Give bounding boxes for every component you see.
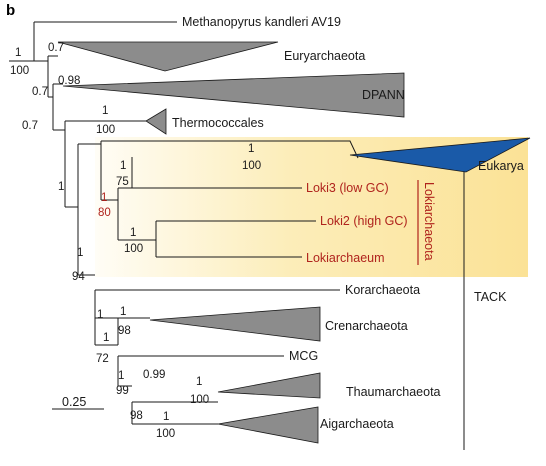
- support-aig-bottom: 100: [156, 428, 175, 440]
- taxon-methanopyrus: Methanopyrus kandleri AV19: [182, 15, 341, 29]
- support-loki2-top: 1: [130, 227, 136, 239]
- taxon-crenarchaeota: Crenarchaeota: [325, 319, 408, 333]
- branch-mcg-node: [95, 344, 119, 386]
- branch-node-a: [34, 56, 49, 97]
- branch-node-c: [53, 121, 66, 207]
- collapsed-clades: [57, 41, 531, 444]
- support-aig-left: 98: [130, 410, 143, 422]
- support-thaum-group-top: 1: [118, 370, 124, 382]
- support-root-bottom: 100: [10, 65, 29, 77]
- support-eukarya-top: 1: [248, 143, 254, 155]
- clade-aigarchaeota: [217, 406, 319, 444]
- support-loki-top: 1: [101, 192, 107, 204]
- branch-loki-node: [101, 188, 119, 240]
- support-thermo-top: 1: [102, 105, 108, 117]
- support-loki3-top: 1: [120, 160, 126, 172]
- group-label-lokiarchaeota: Lokiarchaeota: [422, 182, 436, 261]
- support-loki-bottom: 80: [98, 207, 111, 219]
- support-thaum-node: 0.99: [143, 369, 165, 381]
- support-node-1-left: 1: [58, 181, 64, 193]
- branch-methanopyrus: [33, 21, 177, 61]
- support-thaum-bottom: 100: [190, 394, 209, 406]
- taxon-thaumarchaeota: Thaumarchaeota: [346, 385, 441, 399]
- support-tack-top: 1: [77, 247, 83, 259]
- taxon-eukarya: Eukarya: [478, 159, 524, 173]
- scale-bar-label: 0.25: [62, 395, 86, 409]
- branch-thaum-aig-node: [118, 385, 133, 424]
- support-aig-top: 1: [163, 411, 169, 423]
- taxon-korarchaeota: Korarchaeota: [345, 283, 420, 297]
- support-thaum-group-bottom: 99: [116, 385, 129, 397]
- clade-thaumarchaeota: [217, 372, 321, 399]
- taxon-loki3: Loki3 (low GC): [306, 181, 389, 195]
- clade-eukarya: [349, 137, 531, 173]
- support-node-07-mid: 0.7: [32, 86, 48, 98]
- support-loki3-bottom: 75: [116, 176, 129, 188]
- branch-tack-node: [78, 274, 96, 345]
- branch-cren-node: [95, 317, 119, 345]
- branch-eukarya: [101, 140, 359, 159]
- support-loki2-bottom: 100: [124, 243, 143, 255]
- support-cren-bottom: 98: [118, 325, 131, 337]
- clade-euryarchaeota: [57, 41, 279, 72]
- clade-crenarchaeota: [149, 306, 321, 342]
- support-mcg-top: 1: [103, 332, 109, 344]
- branch-eukarya-loki: [78, 141, 102, 200]
- support-mcg-bottom: 72: [96, 353, 109, 365]
- support-dpann: 0.98: [58, 75, 80, 87]
- group-label-tack: TACK: [474, 290, 507, 304]
- clade-dpann: [62, 72, 405, 118]
- tree-branches: [9, 21, 359, 425]
- support-tack-bottom: 94: [72, 271, 85, 283]
- branch-loki2-node: [118, 221, 157, 257]
- panel-label: b: [6, 2, 15, 19]
- support-kor-top: 1: [97, 309, 103, 321]
- branch-node-b: [48, 84, 54, 130]
- taxon-thermococcales: Thermococcales: [172, 116, 264, 130]
- support-thermo-bottom: 100: [96, 124, 115, 136]
- support-cren-top: 1: [120, 306, 126, 318]
- taxon-loki2: Loki2 (high GC): [320, 214, 408, 228]
- support-eukarya-bottom: 100: [242, 160, 261, 172]
- support-root-top: 1: [15, 47, 21, 59]
- branch-loki3: [131, 157, 302, 189]
- support-euryarchaeota: 0.7: [48, 42, 64, 54]
- support-values: 1 100 0.7 0.7 0.98 0.7 1 100 1 1 100 1 7…: [10, 42, 261, 440]
- support-node-07-left: 0.7: [22, 120, 38, 132]
- taxon-aigarchaeota: Aigarchaeota: [320, 417, 394, 431]
- clade-thermococcales: [145, 108, 167, 135]
- support-thaum-top: 1: [196, 376, 202, 388]
- taxon-dpann: DPANN: [362, 88, 405, 102]
- taxon-lokiarchaeum: Lokiarchaeum: [306, 251, 385, 265]
- taxon-euryarchaeota: Euryarchaeota: [284, 49, 365, 63]
- taxon-mcg: MCG: [289, 349, 318, 363]
- branch-tack-eukarya: [65, 144, 79, 275]
